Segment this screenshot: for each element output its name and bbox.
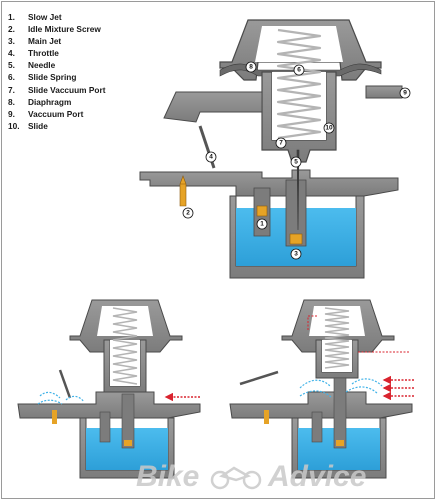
- watermark-bike-icon: [210, 466, 262, 490]
- callout-10: 10: [325, 125, 333, 132]
- watermark-right: Advice: [267, 460, 366, 493]
- legend-number: 2.: [8, 24, 15, 35]
- legend-label: Slide: [28, 120, 48, 131]
- small-intake-right: [229, 391, 413, 419]
- callout-6: 6: [297, 67, 301, 74]
- legend-item: 10. Slide: [8, 120, 105, 132]
- small-jet-tube-right: [311, 411, 323, 443]
- legend-item: 6. Slide Spring: [8, 71, 105, 83]
- callout-5-marker: [290, 156, 302, 168]
- legend-label: Main Jet: [28, 36, 62, 47]
- vacuum-port-arm: [365, 85, 403, 99]
- small-jet-tube-left: [99, 411, 111, 443]
- legend-label: Vaccuum Port: [28, 108, 84, 119]
- venturi-throat: [139, 169, 399, 197]
- fuel-spray-left: [37, 391, 85, 405]
- small-spring-left: [112, 307, 138, 385]
- callout-3-marker: [290, 248, 302, 260]
- carburetor-low-throttle: [17, 299, 201, 479]
- idle-mixture-screw: [179, 175, 187, 207]
- small-jet-left: [124, 440, 132, 446]
- legend-label: Slow Jet: [28, 12, 62, 22]
- callout-8: 8: [249, 64, 253, 71]
- legend-number: 3.: [8, 36, 15, 47]
- watermark: Bike Advice: [136, 460, 366, 493]
- callout-9-marker: [399, 87, 411, 99]
- slide-spring: [276, 28, 322, 140]
- legend-item: 8. Diaphragm: [8, 96, 105, 108]
- small-main-tube-left: [121, 393, 135, 449]
- callout-9: 9: [403, 90, 407, 97]
- legend-item: 5. Needle: [8, 59, 105, 71]
- legend-item: 3. Main Jet: [8, 35, 105, 47]
- small-spring-right: [324, 307, 350, 369]
- main-carburetor: [139, 19, 403, 279]
- legend-label: Diaphragm: [28, 96, 72, 107]
- intake-body: [163, 91, 263, 123]
- needle: [296, 149, 300, 231]
- slow-jet: [256, 205, 268, 217]
- fuel-spray-right: [299, 378, 383, 399]
- callout-5: 5: [294, 159, 298, 166]
- legend-number: 10.: [8, 120, 20, 131]
- callout-10-marker: [323, 122, 335, 134]
- small-throttle-left: [58, 369, 72, 399]
- main-jet: [289, 233, 303, 245]
- callout-1: 1: [260, 221, 264, 228]
- legend-label: Idle Mixture Screw: [28, 24, 101, 35]
- vacuum-signal-path: [307, 315, 410, 353]
- small-throttle-right: [239, 370, 279, 386]
- callout-6-marker: [293, 64, 305, 76]
- watermark-left: Bike: [136, 460, 199, 493]
- legend-item: 4. Throttle: [8, 47, 105, 59]
- callout-4: 4: [209, 154, 213, 161]
- small-screw-left: [52, 410, 57, 424]
- callout-3: 3: [294, 251, 298, 258]
- legend-label: Slide Vaccuum Port: [28, 84, 106, 95]
- callouts: 1 2 3 4 5 6 7 8 9 10: [182, 61, 411, 260]
- legend-number: 4.: [8, 48, 15, 59]
- callout-7-marker: [275, 137, 287, 149]
- callout-4-marker: [205, 151, 217, 163]
- small-jet-right: [336, 440, 344, 446]
- legend-item: 9. Vaccuum Port: [8, 108, 105, 120]
- legend-label: Slide Spring: [28, 72, 77, 83]
- small-cap-left-inner: [97, 306, 153, 336]
- small-screw-right: [264, 410, 269, 424]
- callout-8-marker: [245, 61, 257, 73]
- small-intake-left: [17, 391, 201, 419]
- legend-list: 1. Slow Jet 2. Idle Mixture Screw 3. Main J…: [8, 11, 105, 132]
- callout-7: 7: [279, 140, 283, 147]
- legend-number: 6.: [8, 72, 15, 83]
- legend-number: 8.: [8, 96, 15, 107]
- legend-number: 5.: [8, 60, 15, 71]
- legend-label: Throttle: [28, 48, 59, 59]
- callout-1-marker: [256, 218, 268, 230]
- small-main-tube-right: [333, 377, 347, 449]
- legend-number: 7.: [8, 84, 15, 95]
- callout-2: 2: [186, 210, 190, 217]
- legend-label: Needle: [28, 60, 56, 71]
- carburetor-full-throttle: [229, 299, 414, 479]
- legend-item: 7. Slide Vaccuum Port: [8, 84, 105, 96]
- legend-item: 2. Idle Mixture Screw: [8, 23, 105, 35]
- legend-number: 9.: [8, 108, 15, 119]
- callout-2-marker: [182, 207, 194, 219]
- main-jet-tube: [285, 179, 307, 247]
- legend-item: 1. Slow Jet: [8, 11, 105, 23]
- legend-number: 1.: [8, 12, 15, 22]
